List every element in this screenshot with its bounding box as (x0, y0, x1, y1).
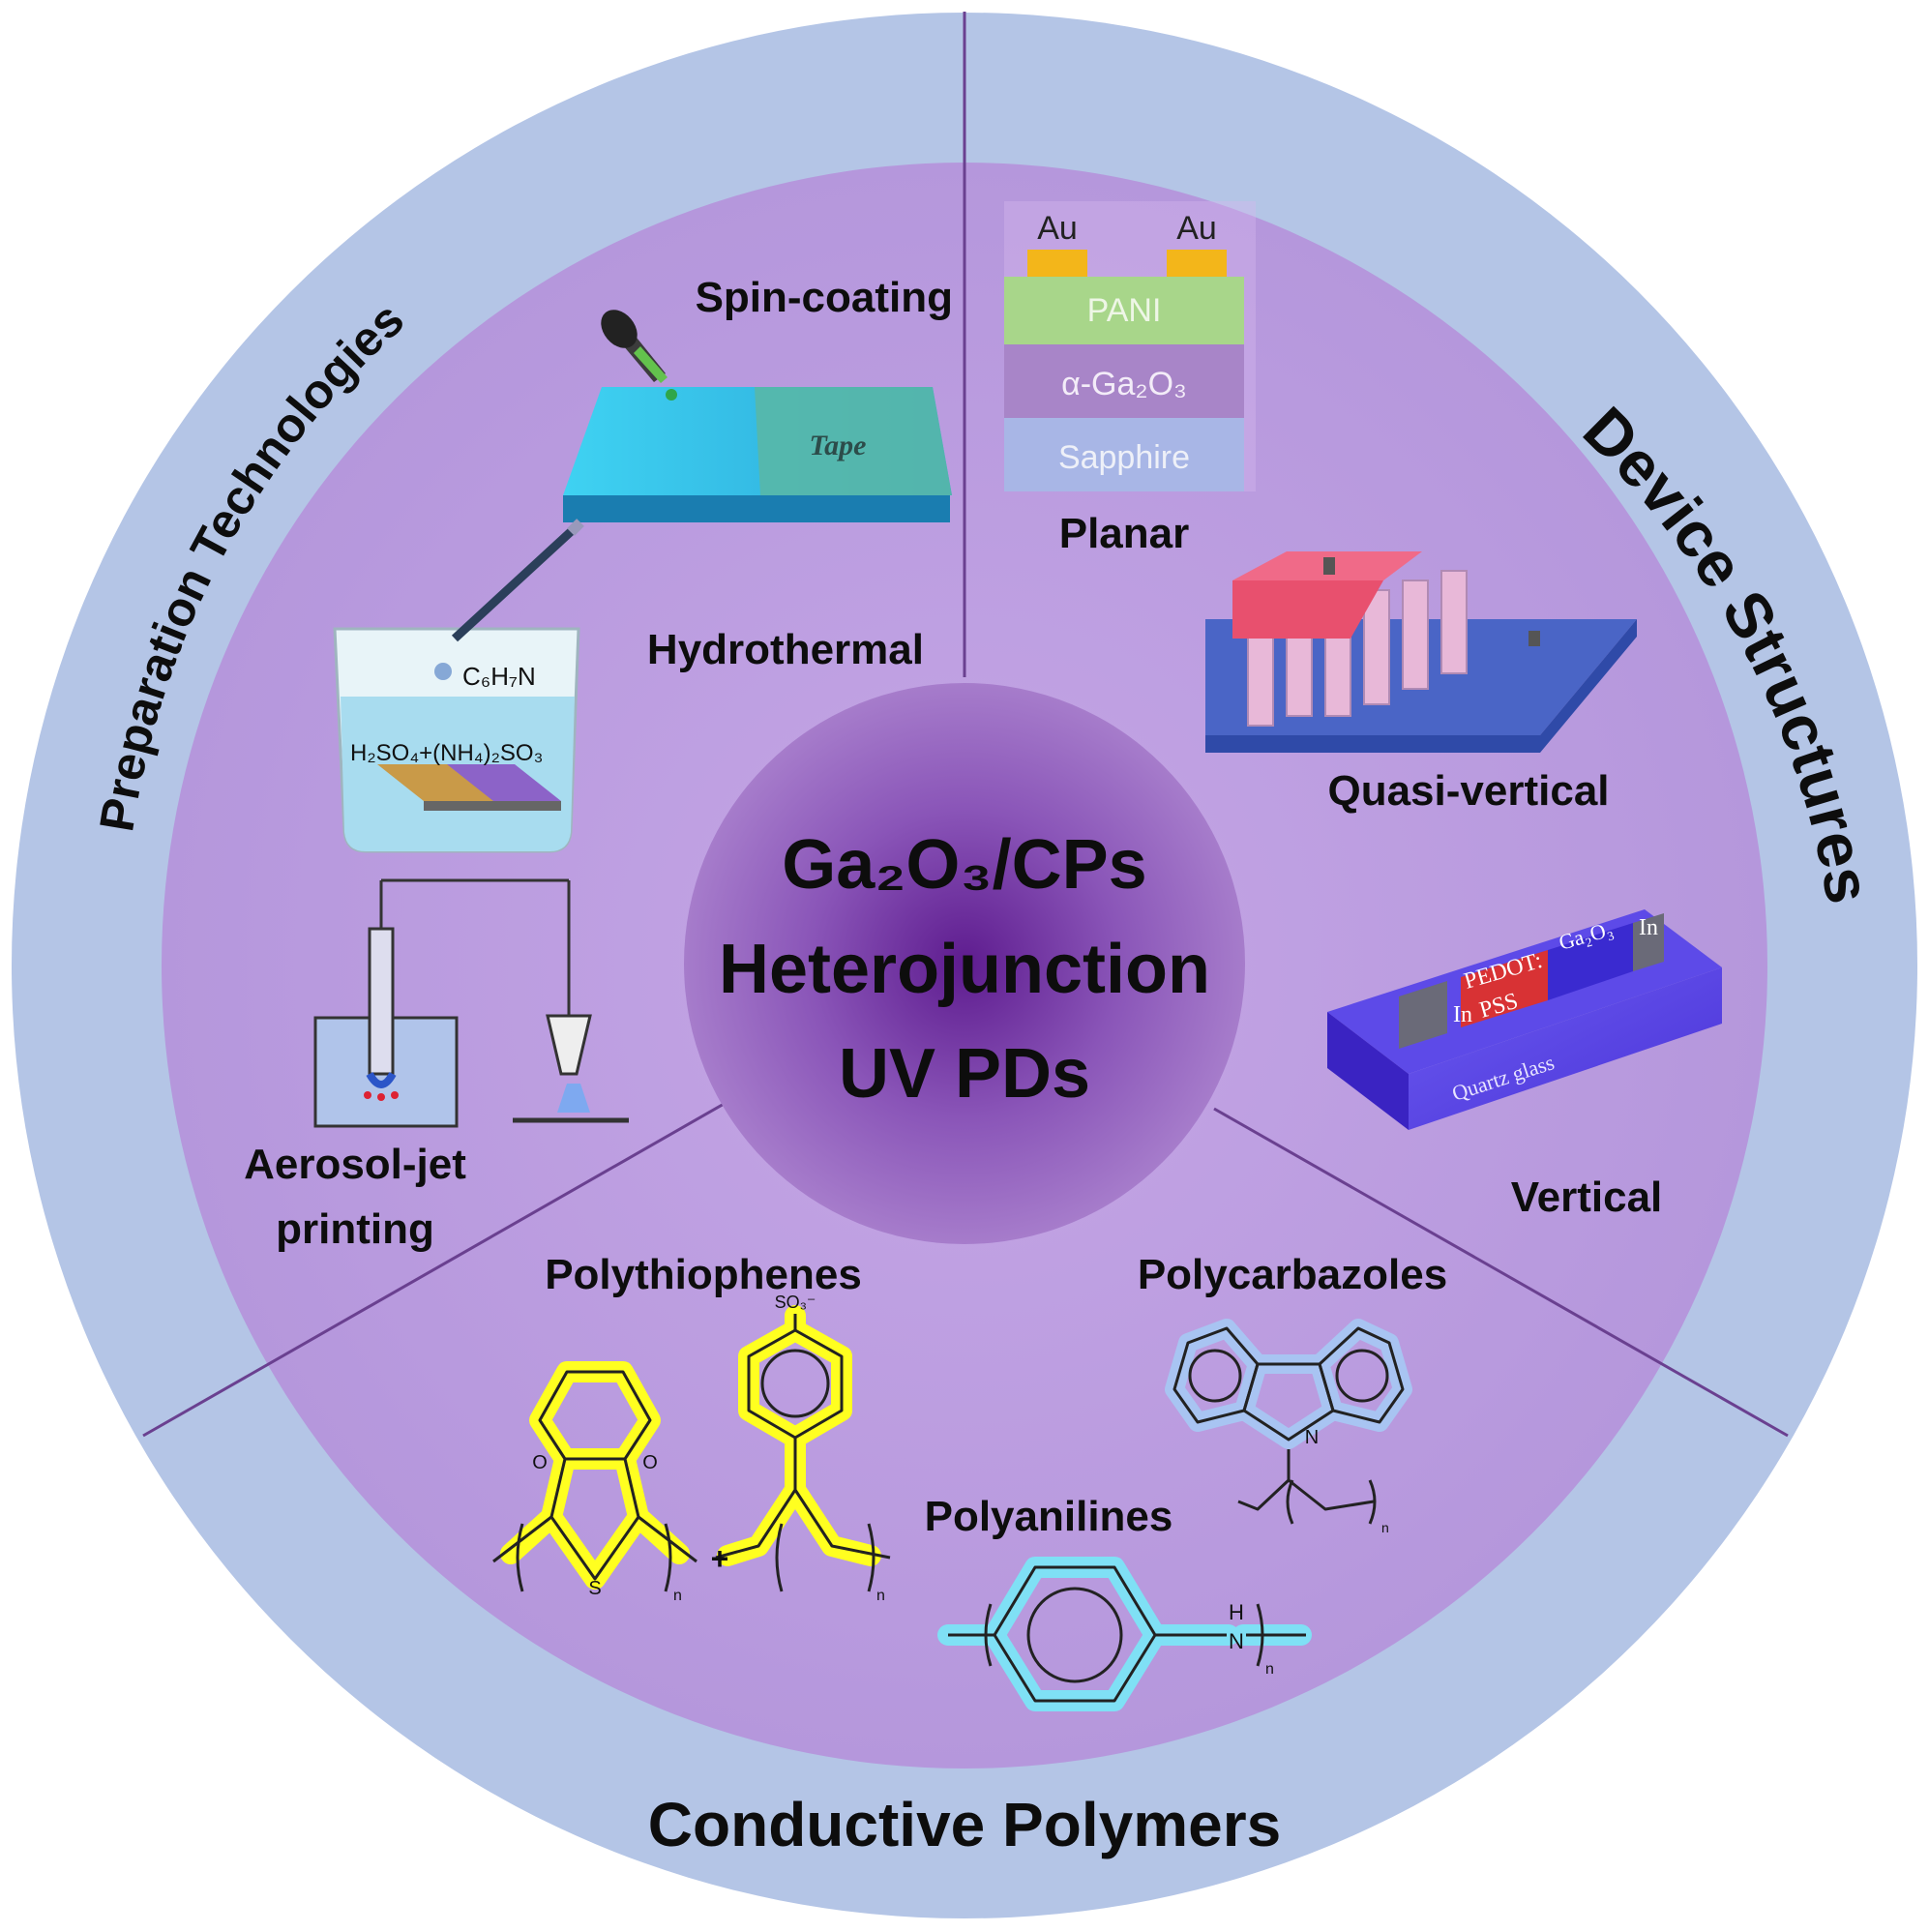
au-right-label: Au (1176, 210, 1217, 247)
divider-right (1213, 1107, 1789, 1438)
divider-left (142, 1101, 727, 1438)
center-title-line3: UV PDs (839, 1035, 1090, 1113)
tape-label: Tape (810, 430, 867, 461)
planar-device-stack (1004, 201, 1256, 491)
label-aerosol-line1: Aerosol-jet (244, 1141, 466, 1188)
sapphire-label: Sapphire (1058, 439, 1190, 476)
pani-layer (1004, 277, 1244, 344)
atom-o-right: O (642, 1452, 658, 1473)
label-polycarbazoles: Polycarbazoles (1138, 1251, 1447, 1298)
atom-o-left: O (532, 1452, 548, 1473)
ga2o3-label: α-Ga₂O₃ (1061, 366, 1187, 402)
pipette-icon (451, 519, 584, 642)
polycarbazole-structure: N n (1165, 1319, 1412, 1535)
ga2o3-layer (1004, 344, 1244, 418)
label-spin-coating: Spin-coating (696, 274, 953, 321)
au-electrode-left (1027, 250, 1087, 277)
atom-n-carbazole: N (1305, 1427, 1319, 1448)
atom-s: S (588, 1578, 601, 1599)
atom-n-aniline: N (1229, 1629, 1244, 1653)
label-aerosol-line2: printing (276, 1205, 434, 1253)
dropper-icon (601, 310, 677, 401)
pss-n: n (876, 1588, 885, 1604)
pedot-structure: O O S SO₃⁻ + n n (492, 1293, 891, 1604)
center-circle (684, 683, 1245, 1244)
sapphire-layer (1004, 418, 1244, 491)
center-title-line1: Ga₂O₃/CPs (782, 826, 1146, 904)
spin-coating-illustration: Tape (563, 310, 952, 522)
carbazole-n: n (1381, 1520, 1389, 1535)
tape-strip (755, 387, 952, 495)
quasi-vertical-device (1205, 551, 1637, 753)
beaker-illustration (333, 519, 584, 853)
section-title-polymers: Conductive Polymers (648, 1790, 1281, 1859)
aniline-n: n (1265, 1661, 1274, 1678)
reagent-pyridine: C₆H₇N (462, 662, 536, 691)
center-title-line2: Heterojunction (719, 931, 1210, 1008)
label-polythiophenes: Polythiophenes (545, 1251, 862, 1298)
pani-label: PANI (1087, 292, 1162, 329)
aerosol-jet-illustration (313, 878, 629, 1128)
label-vertical: Vertical (1511, 1174, 1663, 1221)
au-left-label: Au (1037, 210, 1078, 247)
label-hydrothermal: Hydrothermal (647, 626, 924, 673)
plus-sign: + (711, 1541, 729, 1576)
atom-h-aniline: H (1229, 1600, 1244, 1624)
reagent-acid: H₂SO₄+(NH₄)₂SO₃ (350, 740, 543, 766)
au-electrode-right (1167, 250, 1227, 277)
label-quasi-vertical: Quasi-vertical (1327, 767, 1609, 815)
label-planar: Planar (1059, 510, 1190, 557)
label-polyanilines: Polyanilines (925, 1493, 1173, 1540)
pedot-n: n (673, 1588, 682, 1604)
polyaniline-structure: N H n (937, 1557, 1312, 1711)
in-left-label: In (1453, 1002, 1472, 1027)
in-right-label: In (1639, 915, 1658, 940)
vertical-device (1327, 909, 1722, 1130)
sulfonate-group: SO₃⁻ (775, 1293, 816, 1312)
